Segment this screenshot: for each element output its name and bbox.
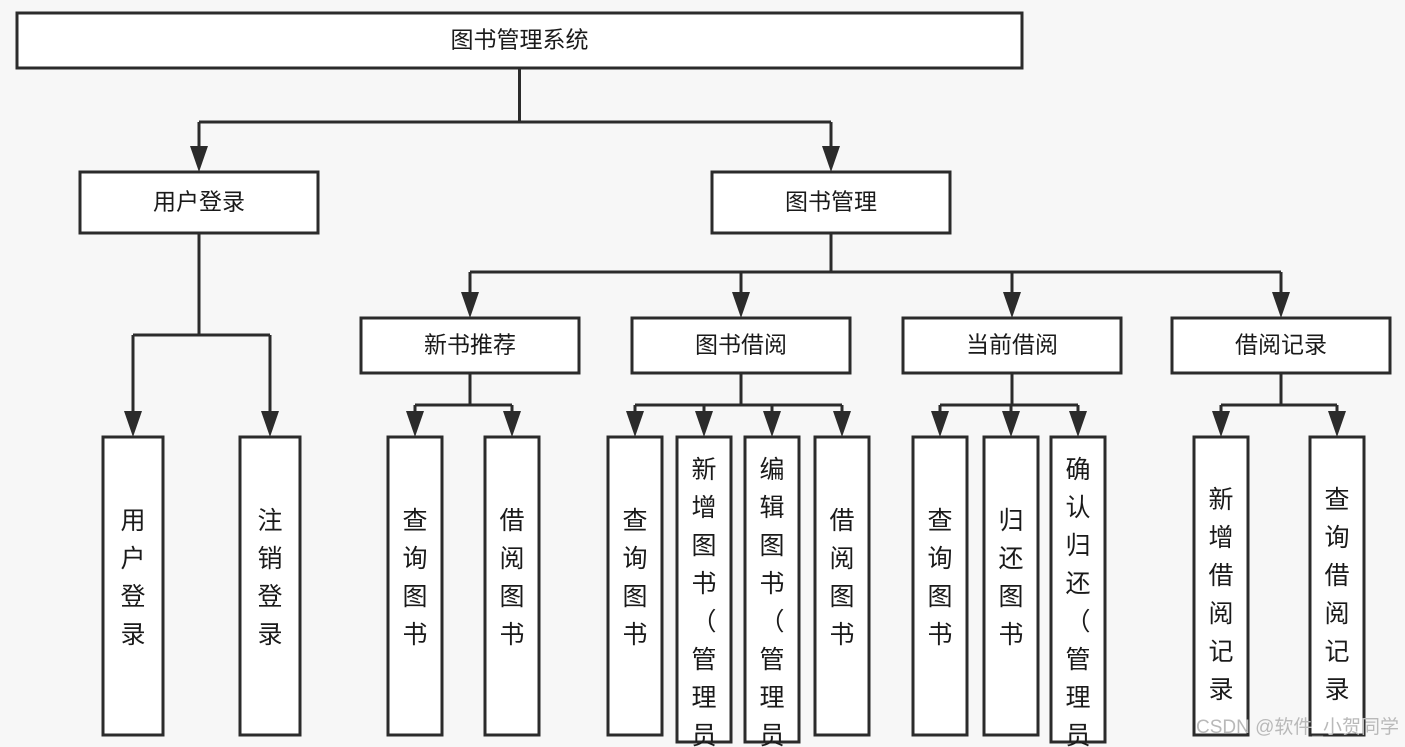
arrow-head-icon	[822, 146, 840, 172]
node-label-user-login: 用户登录	[153, 189, 245, 215]
node-label-leaf-logout: 注销登录	[257, 507, 282, 649]
node-box-leaf-query-book-1	[386, 435, 444, 737]
node-leaf-return-book[interactable]: 归还图书	[982, 435, 1040, 737]
node-boxes: 图书管理系统用户登录图书管理新书推荐图书借阅当前借阅借阅记录用户登录注销登录查询…	[15, 11, 1392, 747]
node-box-leaf-borrow-book-2	[813, 435, 871, 737]
node-box-leaf-borrow-book-1	[483, 435, 541, 737]
node-leaf-add-book[interactable]: 新增图书（管理员）	[675, 435, 733, 747]
node-label-current-borrow: 当前借阅	[966, 332, 1058, 358]
node-box-leaf-add-record	[1192, 435, 1250, 737]
node-leaf-query-record[interactable]: 查询借阅记录	[1308, 435, 1366, 737]
arrow-head-icon	[1272, 292, 1290, 318]
arrow-head-icon	[626, 411, 644, 437]
node-box-current-borrow	[901, 316, 1123, 375]
node-box-leaf-return-book	[982, 435, 1040, 737]
node-borrow-record[interactable]: 借阅记录	[1170, 316, 1392, 375]
node-leaf-query-book-2[interactable]: 查询图书	[606, 435, 664, 737]
arrow-head-icon	[461, 292, 479, 318]
node-box-new-book-rec	[359, 316, 581, 375]
node-box-leaf-user-login	[101, 435, 165, 737]
arrow-head-icon	[124, 411, 142, 437]
arrow-head-icon	[1069, 411, 1087, 437]
node-label-leaf-query-book-2: 查询图书	[622, 507, 647, 649]
node-leaf-borrow-book-1[interactable]: 借阅图书	[483, 435, 541, 737]
node-box-book-borrow	[630, 316, 852, 375]
arrow-head-icon	[1002, 411, 1020, 437]
node-box-leaf-query-book-2	[606, 435, 664, 737]
arrow-head-icon	[763, 411, 781, 437]
node-leaf-user-login[interactable]: 用户登录	[101, 435, 165, 737]
node-label-leaf-confirm-return: 确认归还（管理员）	[1065, 456, 1090, 747]
node-label-leaf-add-record: 新增借阅记录	[1208, 486, 1233, 704]
watermark-label: CSDN @软件_小贺同学	[1196, 716, 1399, 738]
arrow-head-icon	[261, 411, 279, 437]
node-new-book-rec[interactable]: 新书推荐	[359, 316, 581, 375]
node-label-leaf-query-book-1: 查询图书	[402, 507, 427, 649]
node-box-root	[15, 11, 1024, 70]
node-box-leaf-logout	[238, 435, 302, 737]
node-label-leaf-query-book-3: 查询图书	[927, 507, 952, 649]
node-leaf-query-book-1[interactable]: 查询图书	[386, 435, 444, 737]
arrow-head-icon	[1003, 292, 1021, 318]
arrow-head-icon	[833, 411, 851, 437]
node-leaf-edit-book[interactable]: 编辑图书（管理员）	[743, 435, 801, 747]
node-label-book-manage: 图书管理	[785, 189, 877, 215]
node-leaf-add-record[interactable]: 新增借阅记录	[1192, 435, 1250, 737]
arrow-head-icon	[503, 411, 521, 437]
arrow-head-icon	[1212, 411, 1230, 437]
node-label-leaf-return-book: 归还图书	[998, 507, 1023, 649]
node-label-leaf-borrow-book-1: 借阅图书	[499, 507, 524, 649]
arrow-head-icon	[732, 292, 750, 318]
arrow-head-icon	[190, 146, 208, 172]
node-current-borrow[interactable]: 当前借阅	[901, 316, 1123, 375]
node-box-leaf-query-record	[1308, 435, 1366, 737]
node-label-root: 图书管理系统	[451, 27, 589, 53]
node-label-new-book-rec: 新书推荐	[424, 332, 516, 358]
node-box-leaf-query-book-3	[911, 435, 969, 737]
arrow-head-icon	[406, 411, 424, 437]
node-leaf-confirm-return[interactable]: 确认归还（管理员）	[1049, 435, 1107, 747]
node-book-manage[interactable]: 图书管理	[710, 170, 952, 235]
arrow-head-icon	[695, 411, 713, 437]
node-box-leaf-edit-book	[743, 435, 801, 744]
node-box-borrow-record	[1170, 316, 1392, 375]
node-leaf-logout[interactable]: 注销登录	[238, 435, 302, 737]
node-label-book-borrow: 图书借阅	[695, 332, 787, 358]
node-label-leaf-add-book: 新增图书（管理员）	[691, 456, 716, 747]
node-leaf-query-book-3[interactable]: 查询图书	[911, 435, 969, 737]
node-leaf-borrow-book-2[interactable]: 借阅图书	[813, 435, 871, 737]
node-label-borrow-record: 借阅记录	[1235, 332, 1327, 358]
node-box-leaf-confirm-return	[1049, 435, 1107, 744]
node-root[interactable]: 图书管理系统	[15, 11, 1024, 70]
connector-lines	[124, 68, 1346, 437]
arrow-head-icon	[1328, 411, 1346, 437]
node-box-leaf-add-book	[675, 435, 733, 744]
node-box-book-manage	[710, 170, 952, 235]
node-user-login[interactable]: 用户登录	[78, 170, 320, 235]
node-label-leaf-borrow-book-2: 借阅图书	[829, 507, 854, 649]
node-label-leaf-user-login: 用户登录	[120, 507, 145, 649]
node-book-borrow[interactable]: 图书借阅	[630, 316, 852, 375]
node-box-user-login	[78, 170, 320, 235]
node-label-leaf-edit-book: 编辑图书（管理员）	[759, 456, 784, 747]
arrow-head-icon	[931, 411, 949, 437]
node-label-leaf-query-record: 查询借阅记录	[1324, 486, 1349, 704]
